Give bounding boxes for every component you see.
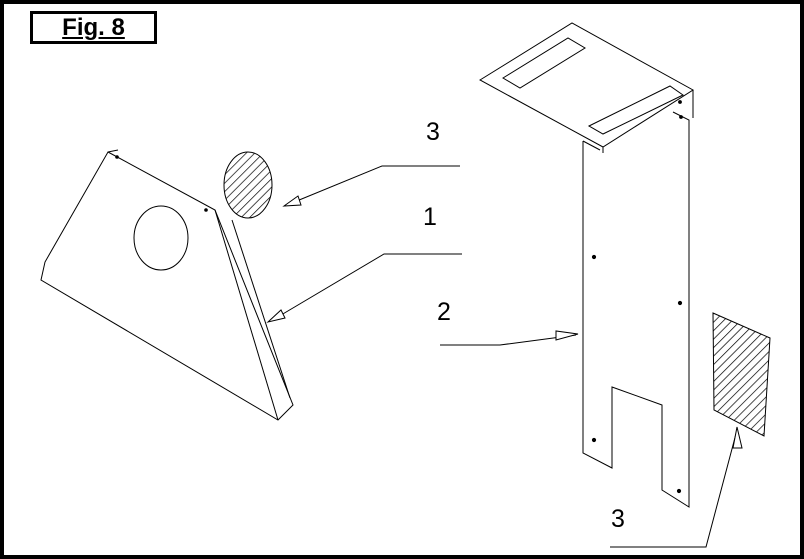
callout-2: 2 (437, 298, 451, 326)
left-bracket-part (40, 149, 294, 421)
leader-lines (266, 165, 743, 548)
callout-3-top: 3 (426, 118, 440, 146)
bracket-hole (133, 205, 189, 271)
tall-panel-part (479, 22, 694, 508)
hatched-rectangle-part (712, 312, 771, 437)
callout-3-bottom: 3 (611, 505, 625, 533)
callout-1: 1 (423, 203, 437, 231)
figure-label: Fig. 8 (30, 11, 157, 44)
hatched-oval-part (223, 151, 273, 219)
